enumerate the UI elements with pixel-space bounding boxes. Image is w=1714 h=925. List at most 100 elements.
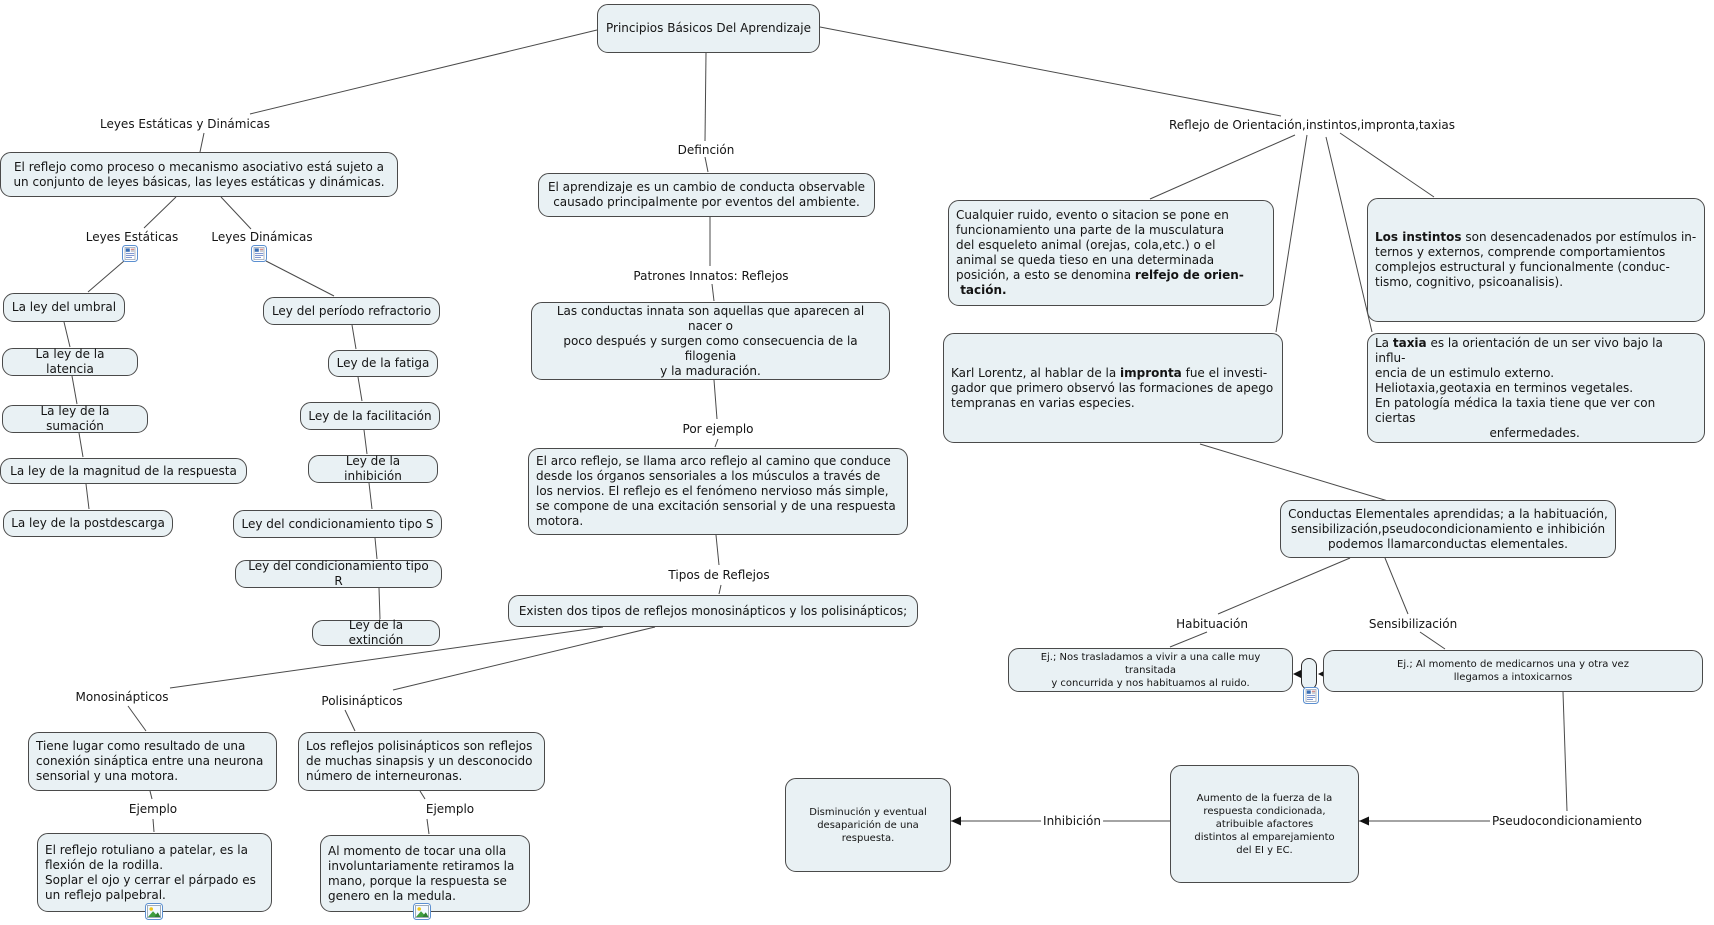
- existen-tipos-box-text: Existen dos tipos de reflejos monosinápt…: [518, 603, 908, 618]
- connection-line-40: [1169, 631, 1208, 648]
- label-polisinapticos-text: Polisinápticos: [321, 694, 403, 708]
- connection-line-1: [704, 52, 707, 142]
- label-leyes-estaticas-dinamicas-text: Leyes Estáticas y Dinámicas: [99, 117, 271, 131]
- connection-line-3: [199, 132, 205, 153]
- link-connector-pill[interactable]: [1301, 658, 1317, 690]
- connection-line-6: [87, 260, 125, 293]
- label-sensibilizacion[interactable]: Sensibilización: [1366, 617, 1460, 631]
- ley-postdescarga-box[interactable]: La ley de la postdescarga: [3, 510, 173, 537]
- polisinapticos-box[interactable]: Los reflejos polisinápticos son reflejos…: [298, 732, 545, 791]
- existen-tipos-box[interactable]: Existen dos tipos de reflejos monosinápt…: [508, 595, 918, 627]
- connection-line-22: [714, 438, 719, 448]
- connection-line-4: [143, 196, 177, 229]
- label-tipos-de-reflejos[interactable]: Tipos de Reflejos: [666, 568, 772, 582]
- connection-line-17: [378, 587, 381, 620]
- ley-fatiga-box[interactable]: Ley de la fatiga: [328, 350, 438, 377]
- connection-line-39: [1384, 557, 1409, 615]
- connection-line-41: [1419, 631, 1446, 650]
- label-ejemplo-poli[interactable]: Ejemplo: [423, 802, 477, 816]
- connection-line-13: [357, 376, 363, 402]
- ley-umbral-box[interactable]: La ley del umbral: [3, 293, 125, 322]
- ley-latencia-box[interactable]: La ley de la latencia: [2, 347, 138, 376]
- leyes-estaticas-resource-icon-document-resource-icon[interactable]: [122, 245, 138, 262]
- ley-inhibicion-box[interactable]: Ley de la inhibición: [308, 454, 438, 483]
- taxia-box[interactable]: La taxia es la orientación de un ser viv…: [1367, 333, 1705, 443]
- label-sensibilizacion-text: Sensibilización: [1368, 617, 1458, 631]
- reflejo-leyes-box[interactable]: El reflejo como proceso o mecanismo asoc…: [0, 152, 398, 197]
- label-patrones-innatos[interactable]: Patrones Innatos: Reflejos: [631, 269, 791, 283]
- disminucion-box[interactable]: Disminución y eventual desaparición de u…: [785, 778, 951, 872]
- ejemplo-poli-image-icon-image-resource-icon[interactable]: [413, 903, 431, 920]
- connection-line-5: [220, 196, 252, 230]
- impronta-box[interactable]: Karl Lorentz, al hablar de la impronta f…: [943, 333, 1283, 443]
- leyes-dinamicas-resource-icon-document-resource-icon[interactable]: [251, 245, 267, 262]
- connector-left-arrowhead: [1293, 669, 1302, 679]
- ley-condicionamiento-r-box[interactable]: Ley del condicionamiento tipo R: [235, 559, 442, 588]
- ejemplo-mono-image-icon-image-resource-icon[interactable]: [145, 903, 163, 920]
- ley-magnitud-box-text: La ley de la magnitud de la respuesta: [10, 463, 237, 478]
- connection-line-31: [419, 790, 426, 800]
- label-reflejo-orientacion[interactable]: Reflejo de Orientación,instintos,impront…: [1166, 118, 1458, 132]
- aprendizaje-box[interactable]: El aprendizaje es un cambio de conducta …: [538, 173, 875, 217]
- ejemplo-sensibilizacion-box[interactable]: Ej.; Al momento de medicarnos una y otra…: [1323, 650, 1703, 692]
- label-monosinapticos[interactable]: Monosinápticos: [73, 690, 171, 704]
- arco-reflejo-box-text: El arco reflejo, se llama arco reflejo a…: [536, 454, 896, 528]
- conductas-innatas-box[interactable]: Las conductas innata son aquellas que ap…: [531, 302, 890, 380]
- label-polisinapticos[interactable]: Polisinápticos: [319, 694, 405, 708]
- ley-extincion-box[interactable]: Ley de la extinción: [312, 618, 440, 647]
- label-inhibicion[interactable]: Inhibición: [1041, 814, 1103, 828]
- reflejo-orientacion-box-text: Cualquier ruido, evento o sitacion se po…: [956, 208, 1244, 297]
- conductas-elementales-box[interactable]: Conductas Elementales aprendidas; a la h…: [1280, 500, 1616, 558]
- arco-reflejo-box[interactable]: El arco reflejo, se llama arco reflejo a…: [528, 448, 908, 535]
- label-ejemplo-mono-text: Ejemplo: [128, 802, 178, 816]
- ejemplo-monosinaptico-box[interactable]: El reflejo rotuliano a patelar, es la fl…: [37, 833, 272, 912]
- connection-line-23: [715, 534, 720, 566]
- disminucion-box-text: Disminución y eventual desaparición de u…: [809, 806, 927, 844]
- label-leyes-estaticas-dinamicas[interactable]: Leyes Estáticas y Dinámicas: [97, 117, 273, 131]
- label-ejemplo-mono[interactable]: Ejemplo: [126, 802, 180, 816]
- connection-line-42: [1562, 691, 1568, 812]
- connection-line-7: [63, 321, 71, 348]
- label-pseudocondicionamiento[interactable]: Pseudocondicionamiento: [1489, 814, 1645, 828]
- impronta-box-text: Karl Lorentz, al hablar de la impronta f…: [951, 365, 1274, 410]
- connection-line-0: [249, 29, 598, 115]
- ley-refractorio-box[interactable]: Ley del período refractorio: [263, 297, 440, 325]
- title-box[interactable]: Principios Básicos Del Aprendizaje: [597, 4, 820, 53]
- label-reflejo-orientacion-text: Reflejo de Orientación,instintos,impront…: [1168, 118, 1456, 132]
- aumento-box[interactable]: Aumento de la fuerza de la respuesta con…: [1170, 765, 1359, 883]
- ley-umbral-box-text: La ley del umbral: [11, 300, 117, 314]
- connection-line-9: [78, 432, 84, 458]
- connection-line-8: [71, 375, 78, 405]
- ley-facilitacion-box[interactable]: Ley de la facilitación: [300, 402, 440, 430]
- aprendizaje-box-text: El aprendizaje es un cambio de conducta …: [547, 180, 866, 209]
- connector-resource-icon-document-resource-icon[interactable]: [1303, 687, 1319, 704]
- connection-line-14: [363, 429, 368, 455]
- connection-line-15: [368, 482, 373, 510]
- reflejo-leyes-box-text: El reflejo como proceso o mecanismo asoc…: [13, 159, 385, 189]
- label-leyes-dinamicas[interactable]: Leyes Dinámicas: [209, 230, 315, 244]
- label-pseudocondicionamiento-text: Pseudocondicionamiento: [1491, 814, 1643, 828]
- label-definicion[interactable]: Definción: [675, 143, 737, 157]
- instintos-box[interactable]: Los instintos son desencadenados por est…: [1367, 198, 1705, 322]
- label-por-ejemplo[interactable]: Por ejemplo: [680, 422, 756, 436]
- connection-line-34: [1275, 134, 1308, 333]
- ley-sumacion-box-text: La ley de la sumación: [40, 404, 114, 433]
- ley-sumacion-box[interactable]: La ley de la sumación: [2, 404, 148, 433]
- ejemplo-habituacion-box[interactable]: Ej.; Nos trasladamos a vivir a una calle…: [1008, 648, 1293, 692]
- ejemplo-monosinaptico-box-text: El reflejo rotuliano a patelar, es la fl…: [45, 842, 256, 902]
- ley-inhibicion-box-text: Ley de la inhibición: [344, 454, 404, 483]
- connection-line-36: [1339, 132, 1435, 198]
- ley-magnitud-box[interactable]: La ley de la magnitud de la respuesta: [0, 458, 247, 484]
- label-leyes-estaticas[interactable]: Leyes Estáticas: [83, 230, 181, 244]
- monosinapticos-box[interactable]: Tiene lugar como resultado de una conexi…: [28, 732, 277, 791]
- aumento-box-text: Aumento de la fuerza de la respuesta con…: [1194, 792, 1335, 856]
- reflejo-orientacion-box[interactable]: Cualquier ruido, evento o sitacion se po…: [948, 200, 1274, 306]
- ley-condicionamiento-s-box[interactable]: Ley del condicionamiento tipo S: [233, 510, 442, 538]
- instintos-box-text: Los instintos son desencadenados por est…: [1375, 230, 1697, 289]
- ejemplo-habituacion-box-text: Ej.; Nos trasladamos a vivir a una calle…: [1040, 651, 1261, 689]
- ejemplo-polisinaptico-box[interactable]: Al momento de tocar una olla involuntari…: [320, 835, 530, 912]
- connection-line-11: [265, 260, 335, 297]
- label-habituacion[interactable]: Habituación: [1174, 617, 1250, 631]
- connection-line-28: [344, 709, 356, 732]
